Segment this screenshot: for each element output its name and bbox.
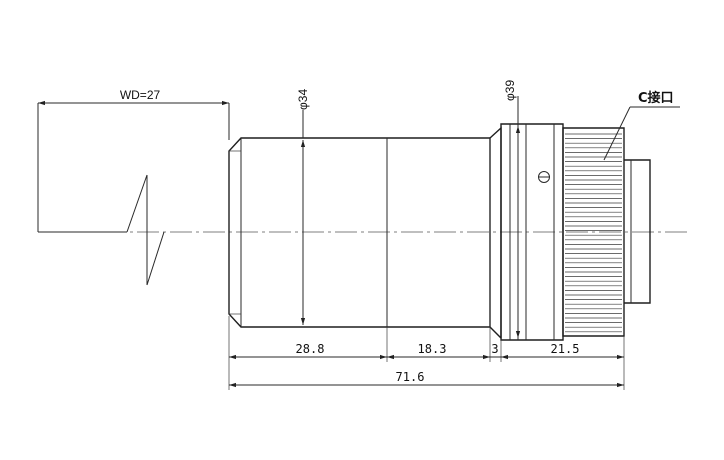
lens-transition-section (489, 126, 502, 340)
diameter-34-dimension: φ34 (296, 89, 310, 325)
dimension-28-8: 28.8 (296, 342, 325, 356)
working-distance-label: WD=27 (120, 88, 161, 102)
dimension-18-3: 18.3 (418, 342, 447, 356)
c-mount-thread (624, 159, 651, 304)
lens-mount-housing (500, 123, 564, 341)
diameter-39-label: φ39 (503, 80, 517, 101)
c-mount-callout: C接口 (603, 90, 680, 161)
diameter-39-dimension: φ39 (503, 80, 521, 338)
dimension-21-5: 21.5 (551, 342, 580, 356)
diameter-34-label: φ34 (296, 89, 310, 110)
lens-front-barrel (228, 137, 491, 328)
dimension-3: 3 (491, 342, 498, 356)
working-distance-indicator: WD=27 (37, 88, 230, 286)
c-mount-label: C接口 (638, 90, 674, 106)
segment-dimension-row: 28.8 18.3 3 21.5 (229, 342, 624, 360)
dimension-71-6: 71.6 (396, 370, 425, 384)
total-length-dimension: 71.6 (229, 370, 624, 388)
